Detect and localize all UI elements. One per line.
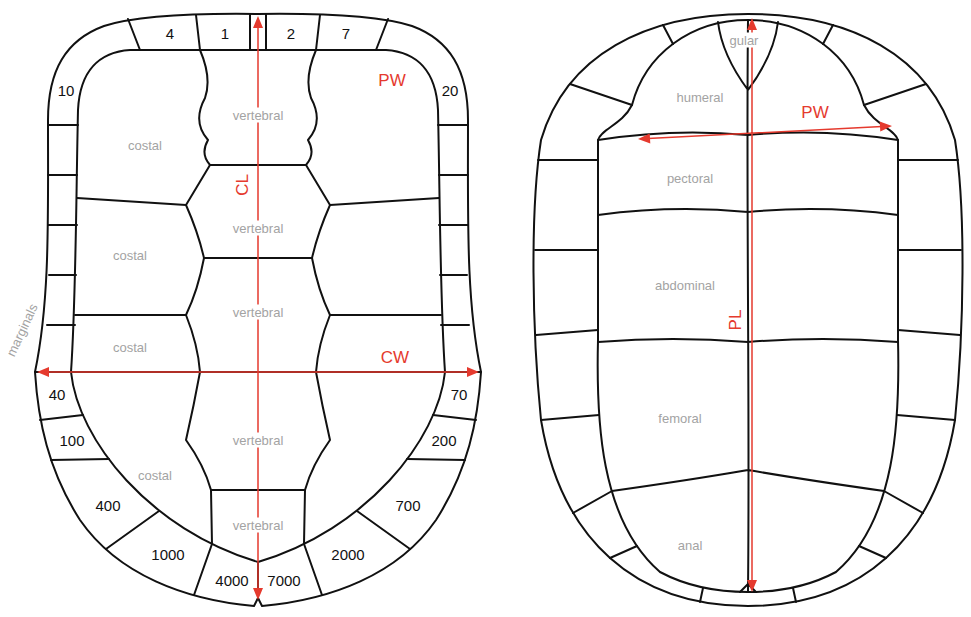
callout-number: 7 bbox=[342, 26, 350, 41]
callout-number: 10 bbox=[58, 83, 75, 98]
part-name: gular bbox=[728, 33, 761, 48]
part-name: vertebral bbox=[231, 108, 286, 123]
part-name: abdominal bbox=[655, 279, 715, 292]
callout-number: 2000 bbox=[331, 547, 364, 562]
plastron-seams bbox=[598, 20, 898, 592]
part-name: anal bbox=[678, 539, 703, 552]
callout-number: 700 bbox=[395, 498, 420, 513]
measurement-arrows bbox=[37, 16, 892, 600]
callout-number: 70 bbox=[451, 387, 468, 402]
callout-number: 2 bbox=[287, 26, 295, 41]
part-name: vertebral bbox=[231, 518, 286, 533]
dimension-line bbox=[47, 26, 882, 590]
part-name: vertebral bbox=[231, 433, 286, 448]
callout-number: 1 bbox=[221, 26, 229, 41]
callout-number: 7000 bbox=[267, 573, 300, 588]
dimension-label: PL bbox=[727, 310, 744, 331]
dimension-label: PW bbox=[378, 72, 405, 89]
part-name: pectoral bbox=[667, 172, 713, 185]
part-name: femoral bbox=[658, 412, 701, 425]
part-name: costal bbox=[128, 139, 162, 152]
arrowhead bbox=[37, 16, 892, 600]
callout-number: 20 bbox=[442, 83, 459, 98]
part-name: humeral bbox=[677, 91, 724, 104]
part-name: costal bbox=[138, 469, 172, 482]
callout-number: 1000 bbox=[151, 547, 184, 562]
part-name: marginals bbox=[4, 302, 40, 359]
part-name: costal bbox=[113, 341, 147, 354]
plastron-outline bbox=[533, 14, 962, 606]
dimension-label: CW bbox=[381, 349, 409, 366]
callout-number: 4 bbox=[166, 26, 174, 41]
callout-number: 4000 bbox=[215, 573, 248, 588]
dimension-label: CL bbox=[234, 174, 251, 196]
plastron-marginal-seams bbox=[535, 25, 961, 602]
callout-number: 200 bbox=[431, 433, 456, 448]
dimension-label: PW bbox=[801, 104, 828, 121]
part-name: costal bbox=[113, 249, 147, 262]
part-name: vertebral bbox=[231, 221, 286, 236]
callout-number: 100 bbox=[59, 433, 84, 448]
part-name: vertebral bbox=[231, 305, 286, 320]
callout-number: 40 bbox=[49, 387, 66, 402]
plastron-boundary bbox=[598, 20, 899, 592]
callout-number: 400 bbox=[95, 498, 120, 513]
plastron-drawing bbox=[533, 14, 962, 606]
